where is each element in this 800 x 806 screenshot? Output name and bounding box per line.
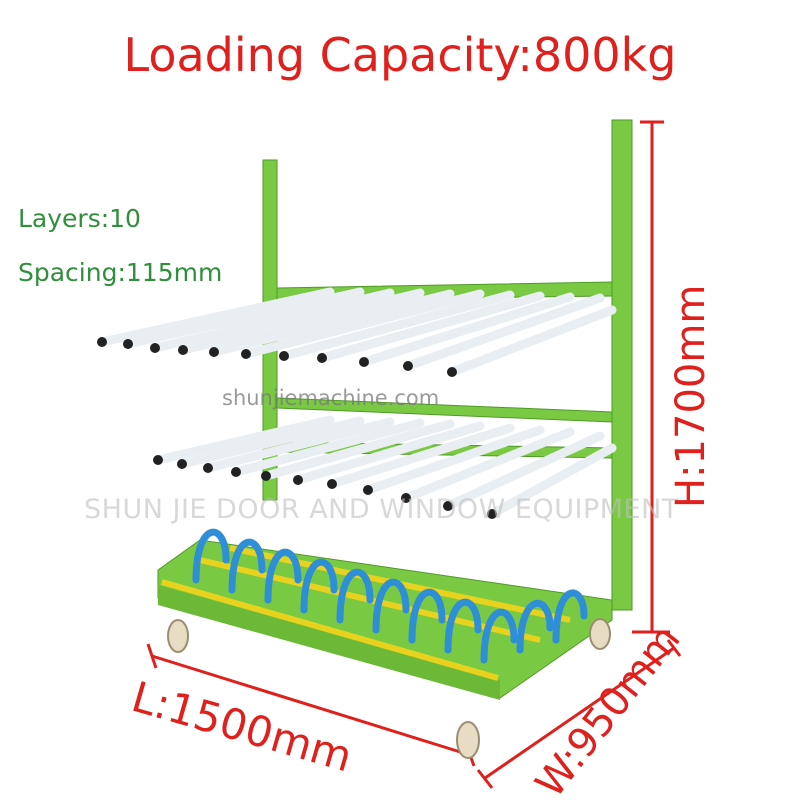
frame-uprights [262, 119, 633, 611]
lower-rods [153, 415, 617, 519]
caster-wheels [167, 618, 611, 759]
layers-spec: Layers:10 [18, 204, 141, 233]
blue-loops [192, 528, 588, 664]
loading-capacity-title: Loading Capacity:800kg [123, 28, 677, 82]
height-dimension: H:1700mm [668, 284, 714, 508]
upper-rods [97, 287, 617, 377]
watermark-site: shunjiemachine.com [222, 386, 440, 410]
watermark-company: SHUN JIE DOOR AND WINDOW EQUIPMENT [84, 494, 679, 525]
spacing-spec: Spacing:115mm [18, 258, 223, 287]
lower-rod-caps [153, 455, 497, 519]
upper-rod-caps [97, 337, 457, 377]
